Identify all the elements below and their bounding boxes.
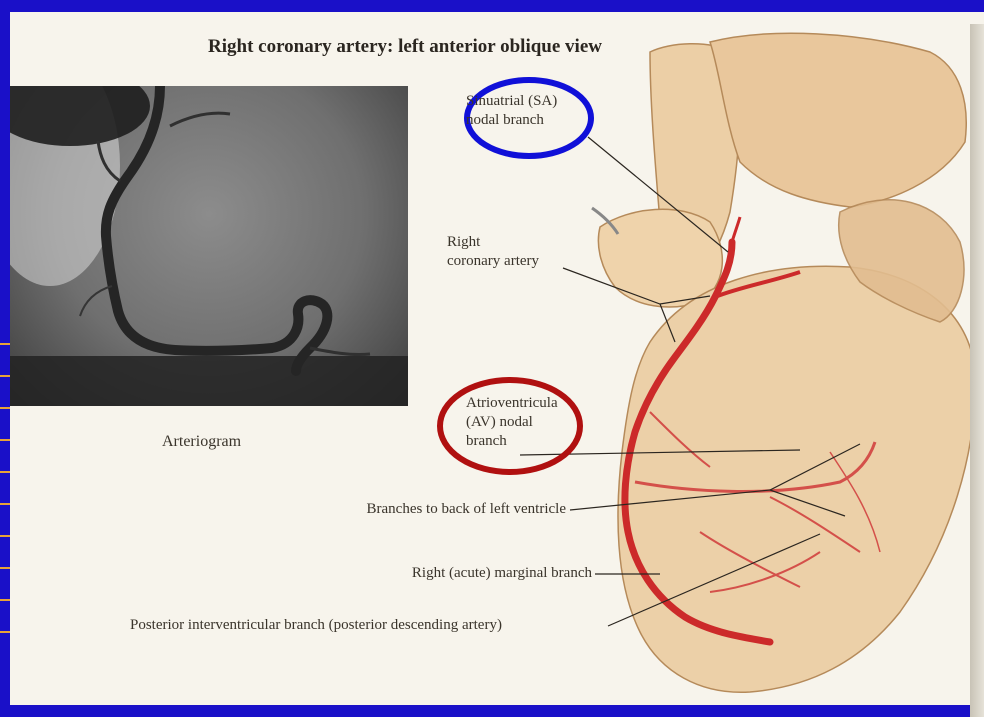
label-line: coronary artery: [447, 252, 539, 271]
slide-tick: [0, 439, 10, 441]
slide-tick: [0, 407, 10, 409]
label-line: nodal branch: [466, 111, 557, 130]
textbook-page: Right coronary artery: left anterior obl…: [10, 12, 984, 705]
slide-tick: [0, 599, 10, 601]
page-edge-shadow: [970, 24, 984, 717]
label-line: Right: [447, 233, 539, 252]
label-posterior-interventricular-branch: Posterior interventricular branch (poste…: [130, 616, 502, 635]
label-right-coronary-artery: Right coronary artery: [447, 233, 539, 271]
slide-tick: [0, 567, 10, 569]
slide-top-bar: [0, 0, 984, 12]
label-line: Sinuatrial (SA): [466, 92, 557, 111]
slide-tick: [0, 535, 10, 537]
slide-tick: [0, 375, 10, 377]
slide-tick: [0, 471, 10, 473]
label-av-nodal-branch: Atrioventricula (AV) nodal branch: [466, 394, 558, 451]
slide-tick: [0, 503, 10, 505]
label-sa-nodal-branch: Sinuatrial (SA) nodal branch: [466, 92, 557, 130]
label-branches-to-back-of-left-ventricle: Branches to back of left ventricle: [304, 500, 566, 519]
label-right-acute-marginal-branch: Right (acute) marginal branch: [350, 564, 592, 583]
label-line: branch: [466, 432, 558, 451]
slide-tick: [0, 343, 10, 345]
label-line: (AV) nodal: [466, 413, 558, 432]
label-line: Atrioventricula: [466, 394, 558, 413]
slide-tick: [0, 631, 10, 633]
